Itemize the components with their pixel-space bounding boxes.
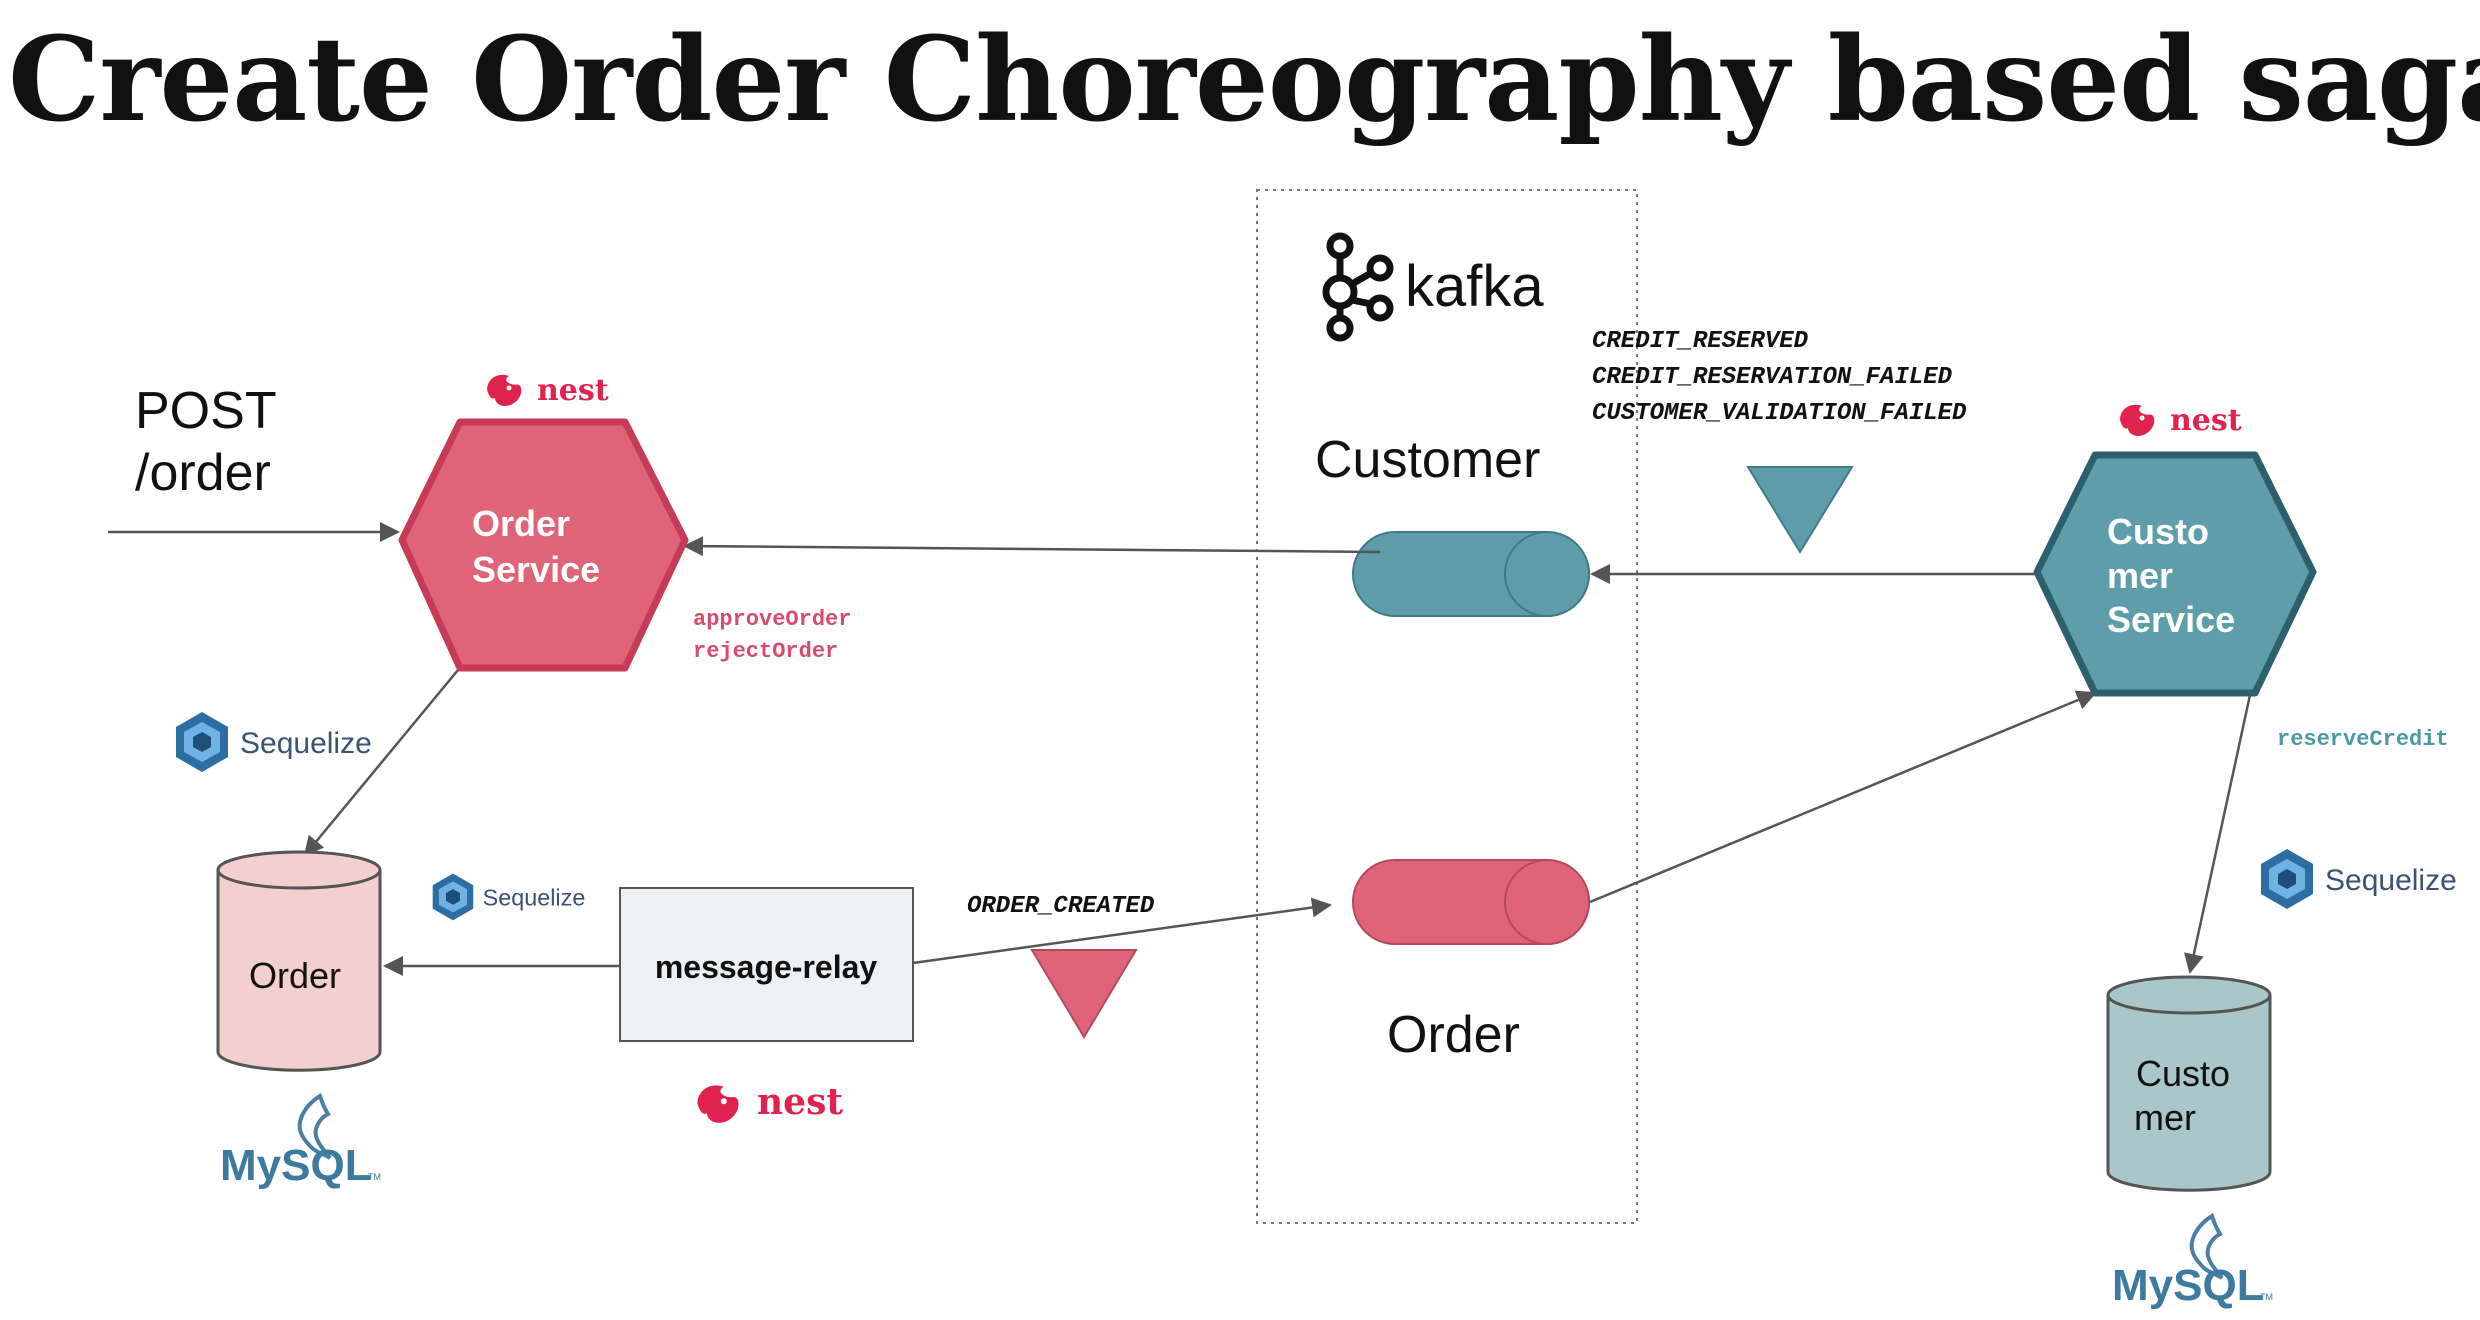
- nest-icon: [487, 374, 522, 406]
- mysql-logo-order: MySQL TM: [220, 1093, 381, 1190]
- customer-db-label-line1: Custo: [2136, 1053, 2230, 1094]
- customer-service[interactable]: Custo mer Service: [2033, 451, 2317, 697]
- kafka-logo-text: kafka: [1405, 254, 1544, 319]
- mysql-logo-label: MySQL: [220, 1141, 372, 1190]
- dolphin-icon: [2189, 1213, 2224, 1280]
- customer-topic-queue: [1352, 531, 1590, 617]
- customer-event: CREDIT_RESERVED: [1592, 328, 1809, 355]
- order-service-label-line1: Order: [472, 503, 570, 544]
- kafka-icon: [1322, 232, 1394, 342]
- message-relay-label: message-relay: [655, 949, 878, 985]
- nest-logo-label: nest: [537, 373, 609, 408]
- sequelize-logo-customer-service: Sequelize: [2261, 849, 2457, 909]
- customer-db-label-line2: mer: [2134, 1097, 2196, 1138]
- order-service[interactable]: Order Service: [398, 418, 689, 672]
- customer-event: CUSTOMER_VALIDATION_FAILED: [1592, 400, 1967, 427]
- sequelize-icon: [432, 873, 474, 921]
- order-created-event: ORDER_CREATED: [967, 893, 1155, 920]
- sequelize-logo-label: Sequelize: [2325, 864, 2457, 897]
- order-topic-to-customer-service-arrow: [1589, 690, 2097, 904]
- request-label-line1: POST: [135, 382, 277, 440]
- message-relay-box[interactable]: message-relay: [619, 887, 914, 1042]
- customer-service-label-line3: Service: [2107, 599, 2235, 640]
- sequelize-logo-label: Sequelize: [483, 885, 586, 911]
- kafka-boundary: [1256, 189, 1638, 1224]
- order-topic-queue: [1352, 859, 1590, 945]
- nest-logo-message-relay: nest: [697, 1081, 843, 1123]
- mysql-logo-label: MySQL: [2112, 1261, 2264, 1310]
- customer-service-label-line2: mer: [2107, 555, 2173, 596]
- mysql-logo-customer: MySQL TM: [2112, 1213, 2273, 1310]
- order-database: Order: [216, 850, 382, 1072]
- customer-events-list: CREDIT_RESERVED CREDIT_RESERVATION_FAILE…: [1592, 328, 1967, 427]
- mysql-trademark: TM: [368, 1172, 381, 1182]
- nest-logo-customer-service: nest: [2120, 403, 2242, 438]
- customer-event: CREDIT_RESERVATION_FAILED: [1592, 364, 1953, 391]
- relay-to-order-topic-arrow: [912, 897, 1332, 965]
- customer-topic-label: Customer: [1315, 431, 1540, 489]
- nest-logo-label: nest: [757, 1081, 843, 1123]
- customer-event-triangle: [1746, 466, 1854, 554]
- page-title: Create Order Choreography based saga: [8, 12, 2480, 148]
- sequelize-logo-label: Sequelize: [240, 727, 372, 760]
- order-handler: approveOrder: [693, 607, 851, 632]
- order-db-label: Order: [249, 955, 341, 996]
- reserve-credit-label: reserveCredit: [2277, 727, 2449, 752]
- kafka-logo: kafka: [1322, 232, 1544, 342]
- customer-service-label-line1: Custo: [2107, 511, 2209, 552]
- nest-logo-order-service: nest: [487, 373, 609, 408]
- customer-database: Custo mer: [2106, 975, 2272, 1192]
- order-topic-label: Order: [1387, 1006, 1520, 1064]
- mysql-trademark: TM: [2260, 1292, 2273, 1302]
- nest-logo-label: nest: [2170, 403, 2242, 438]
- sequelize-logo-message-relay: Sequelize: [432, 873, 586, 921]
- nest-icon: [697, 1085, 739, 1123]
- order-handlers-list: approveOrder rejectOrder: [693, 607, 851, 664]
- request-label-line2: /order: [135, 444, 271, 502]
- nest-icon: [2120, 404, 2155, 436]
- dolphin-icon: [297, 1093, 332, 1160]
- customer-topic-to-order-service-arrow: [683, 536, 1381, 557]
- sequelize-icon: [176, 712, 228, 772]
- order-service-to-order-db-arrow: [303, 669, 459, 857]
- order-created-triangle: [1030, 949, 1138, 1039]
- customer-service-to-customer-db-arrow: [2184, 694, 2252, 974]
- order-handler: rejectOrder: [693, 639, 838, 664]
- sequelize-icon: [2261, 849, 2313, 909]
- order-service-label-line2: Service: [472, 549, 600, 590]
- sequelize-logo-order-service: Sequelize: [176, 712, 372, 772]
